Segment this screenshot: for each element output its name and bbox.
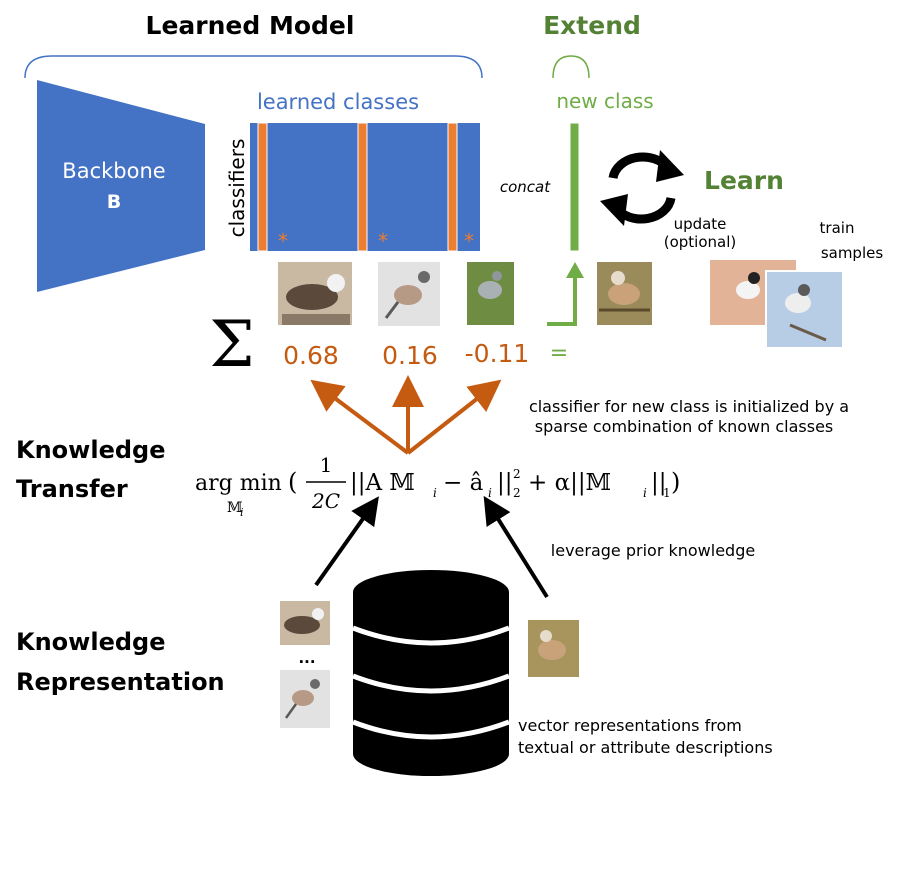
weight-1: 0.68 [283, 341, 339, 370]
weight-arrows [310, 375, 502, 455]
formula-body-i: i [433, 486, 437, 500]
bird-thumbnail-3 [467, 262, 514, 325]
classifier-matrix: * * * [250, 122, 480, 253]
leverage-label: leverage prior knowledge [551, 541, 755, 560]
formula-sup: 2 [513, 467, 521, 481]
asterisk-1: * [278, 229, 288, 253]
init-note-line2: sparse combination of known classes [535, 417, 834, 436]
extend-bracket [552, 55, 590, 79]
vector-repr-line2: textual or attribute descriptions [518, 738, 773, 757]
ellipsis-label: ... [298, 649, 315, 667]
update-label: update [674, 215, 727, 233]
formula-argmin-subscript-i: i [240, 506, 244, 519]
new-class-knowledge-thumbnail [528, 620, 579, 677]
formula-close: ) [671, 468, 680, 496]
vector-repr-line1: vector representations from [518, 716, 742, 735]
new-class-classifier [569, 122, 580, 252]
known-bird-thumbnail-2 [280, 670, 330, 728]
new-class-init-arrow [547, 262, 584, 326]
arrow-to-weight-1 [310, 379, 410, 455]
arrow-to-weight-3 [406, 379, 502, 455]
train-sample-2 [765, 270, 844, 349]
formula-plus: + α||𝕄 [528, 470, 611, 496]
cycle-update-icon [600, 150, 684, 226]
formula-argmin-subscript: 𝕄 [227, 500, 243, 516]
knowledge-representation-title-line2: Representation [16, 668, 225, 696]
new-class-label: new class [556, 89, 653, 113]
classifier-column-3 [447, 122, 458, 252]
knowledge-transfer-title-line1: Knowledge [16, 436, 165, 464]
formula-argmin: arg min [195, 471, 282, 496]
backbone-symbol: B [107, 191, 121, 213]
backbone-label: Backbone [62, 159, 165, 183]
learned-classes-label: learned classes [257, 90, 419, 114]
formula-minus: − â [443, 470, 484, 496]
formula-body: ||A 𝕄 [350, 470, 415, 496]
formula-sub: 2 [513, 486, 521, 500]
formula-plus-i: i [643, 486, 647, 500]
asterisk-2: * [378, 229, 388, 253]
extend-title: Extend [543, 11, 641, 40]
classifier-column-1 [257, 122, 268, 252]
concat-label: concat [500, 178, 551, 196]
equals-sign: = [550, 341, 568, 366]
formula-tail: || [651, 470, 667, 496]
optimization-formula: arg min 𝕄 i ( 1 2C ||A 𝕄 i − â i || 2 2 … [195, 453, 680, 519]
formula-norm2: || [497, 470, 513, 496]
classifier-column-2 [357, 122, 368, 252]
weight-2: 0.16 [382, 341, 438, 370]
knowledge-representation-title-line1: Knowledge [16, 628, 165, 656]
classifiers-label: classifiers [225, 139, 249, 238]
train-label: train [820, 219, 855, 237]
formula-minus-i: i [488, 486, 492, 500]
weight-3: -0.11 [465, 339, 530, 368]
bird-thumbnail-new-class [597, 262, 652, 325]
knowledge-database-icon [352, 570, 510, 776]
sum-symbol: Σ [209, 308, 254, 382]
backbone-block: Backbone B [37, 80, 205, 292]
optional-label: (optional) [664, 233, 737, 251]
bird-thumbnail-2 [378, 262, 440, 326]
learned-model-bracket [24, 55, 483, 79]
formula-tail-sub: 1 [663, 486, 671, 500]
formula-frac-num: 1 [320, 453, 333, 477]
known-bird-thumbnail-1 [280, 601, 330, 645]
init-note-line1: classifier for new class is initialized … [529, 397, 849, 416]
learned-model-title: Learned Model [146, 11, 355, 40]
learn-label: Learn [704, 166, 784, 195]
svg-text:(: ( [288, 468, 297, 496]
samples-label: samples [821, 244, 884, 262]
bird-thumbnail-1 [278, 262, 352, 325]
knowledge-transfer-title-line2: Transfer [16, 475, 128, 503]
arrow-new-class-knowledge [483, 495, 549, 599]
asterisk-3: * [464, 229, 474, 253]
formula-frac-den: 2C [311, 489, 340, 513]
arrow-prior-classes [314, 496, 379, 587]
